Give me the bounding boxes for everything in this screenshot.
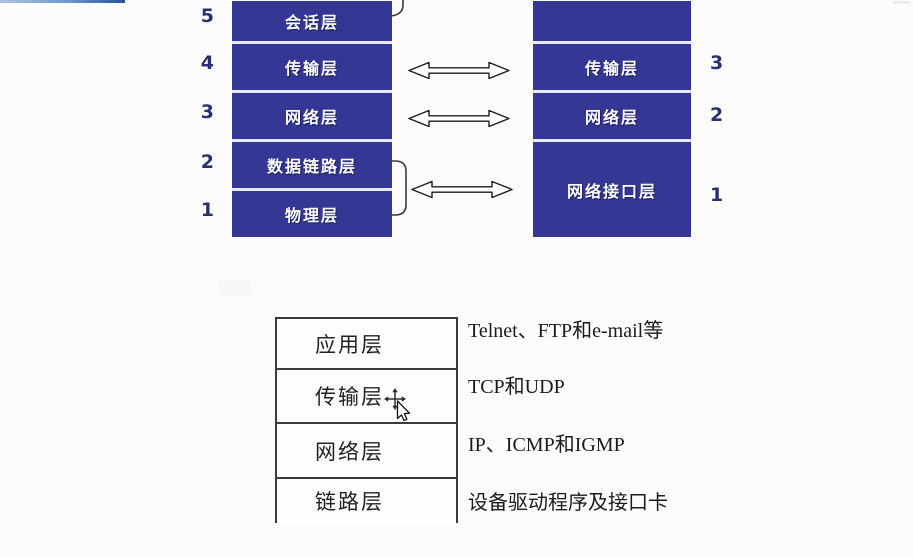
osi-left-number-3: 3: [200, 101, 214, 123]
layer-box-transport-right: 传输层: [533, 44, 691, 90]
layer-box-netinterface: 网络接口层: [533, 142, 691, 237]
mouse-move-cursor-icon: [384, 388, 411, 422]
table-row-application: 应用层: [277, 319, 456, 368]
double-arrow-icon: [408, 109, 510, 128]
layer-box-datalink: 数据链路层: [232, 142, 392, 188]
layer-box-network: 网络层: [232, 93, 392, 139]
edge-artifact: [893, 1, 910, 4]
table-row-link: 链路层: [277, 477, 456, 523]
tcpip-table: 应用层 传输层 网络层 链路层: [275, 317, 458, 523]
osi-left-number-2: 2: [200, 151, 214, 173]
table-row-label: 链路层: [315, 490, 384, 514]
layer-box-blank: [533, 1, 691, 41]
faint-artifact: [219, 279, 251, 295]
layer-box-network-right: 网络层: [533, 93, 691, 139]
tcpip-right-number-1: 1: [710, 184, 724, 206]
table-row-network: 网络层: [277, 422, 456, 477]
brace-top-fragment-icon: [390, 0, 404, 17]
osi-left-number-4: 4: [200, 52, 214, 74]
tcpip-right-number-3: 3: [710, 52, 724, 74]
osi-left-number-5: 5: [200, 5, 214, 27]
layer-box-physical: 物理层: [232, 191, 392, 237]
row-description-link: 设备驱动程序及接口卡: [468, 492, 668, 514]
table-row-label: 网络层: [315, 439, 384, 464]
table-row-transport: 传输层: [277, 368, 456, 422]
progress-bar-fragment: [0, 0, 125, 3]
table-row-label: 传输层: [315, 385, 384, 409]
double-arrow-icon: [408, 61, 510, 80]
row-description-application: Telnet、FTP和e-mail等: [468, 320, 664, 342]
double-arrow-icon: [411, 180, 513, 199]
layer-box-session: 会话层: [232, 1, 392, 41]
row-description-network: IP、ICMP和IGMP: [468, 434, 625, 456]
row-description-transport: TCP和UDP: [468, 376, 565, 398]
table-row-label: 应用层: [315, 332, 384, 357]
tcpip-right-number-2: 2: [710, 104, 724, 126]
layer-box-transport: 传输层: [232, 44, 392, 90]
tcpip-layer-stack-right: 传输层 网络层 网络接口层: [533, 1, 691, 237]
osi-layer-stack-left: 会话层 传输层 网络层 数据链路层 物理层: [232, 1, 392, 237]
grouping-brace-icon: [391, 160, 407, 216]
osi-left-number-1: 1: [200, 199, 214, 221]
